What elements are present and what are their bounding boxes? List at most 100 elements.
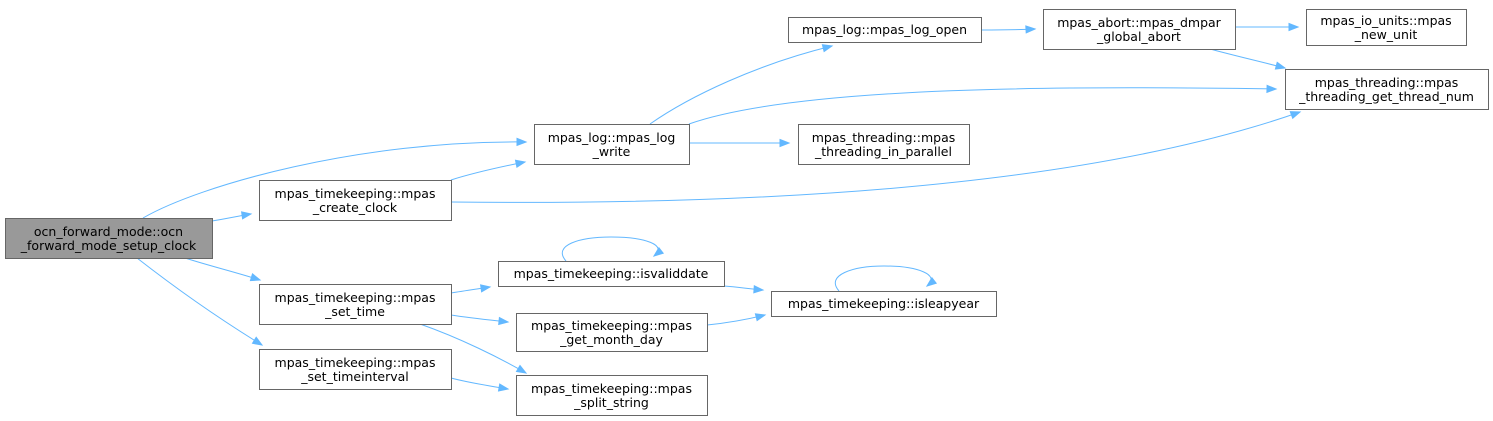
edge-line bbox=[1209, 48, 1286, 69]
edge-arrowhead bbox=[249, 273, 262, 282]
edge-line bbox=[649, 45, 833, 125]
edge-arrowhead bbox=[1289, 111, 1302, 120]
node-set-time[interactable]: mpas_timekeeping::mpas_set_time bbox=[259, 284, 452, 325]
node-box[interactable] bbox=[1306, 9, 1467, 46]
edge-root-to-set_timeinterval bbox=[136, 257, 264, 346]
node-month-day[interactable]: mpas_timekeeping::mpas_get_month_day bbox=[516, 313, 708, 352]
node-split-string[interactable]: mpas_timekeeping::mpas_split_string bbox=[516, 375, 708, 416]
node-box[interactable] bbox=[259, 180, 452, 221]
node-label-line1: ocn_forward_mode::ocn bbox=[34, 224, 183, 239]
edge-arrowhead bbox=[480, 284, 492, 293]
node-label-line1: mpas_timekeeping::mpas bbox=[275, 186, 436, 201]
node-label-line1: mpas_abort::mpas_dmpar bbox=[1057, 15, 1221, 30]
edge-arrowhead bbox=[754, 313, 767, 322]
node-box[interactable] bbox=[534, 124, 690, 165]
edge-line bbox=[561, 236, 659, 262]
edge-dmpar_abort-to-thread_num bbox=[1209, 48, 1287, 70]
edges-layer bbox=[136, 22, 1302, 392]
node-box[interactable] bbox=[1285, 69, 1489, 110]
edge-root-to-log_write bbox=[142, 137, 528, 219]
edge-arrowhead bbox=[1288, 22, 1300, 32]
edge-set_time-to-split_string bbox=[419, 323, 528, 374]
node-box[interactable] bbox=[516, 313, 708, 352]
edge-line bbox=[184, 257, 261, 281]
nodes-layer: ocn_forward_mode::ocn_forward_mode_setup… bbox=[5, 9, 1489, 416]
node-label-line2: _forward_mode_setup_clock bbox=[20, 238, 197, 253]
node-label-line2: _set_timeinterval bbox=[300, 369, 409, 384]
edge-log_open-to-dmpar_abort bbox=[980, 25, 1037, 34]
node-isleapyear[interactable]: mpas_timekeeping::isleapyear bbox=[771, 291, 997, 317]
node-dmpar-abort[interactable]: mpas_abort::mpas_dmpar_global_abort bbox=[1043, 9, 1236, 50]
edge-arrowhead bbox=[251, 336, 264, 346]
edge-line bbox=[136, 257, 263, 346]
edge-arrowhead bbox=[821, 44, 834, 53]
edge-arrowhead bbox=[516, 137, 528, 147]
edge-log_write-to-log_open bbox=[649, 44, 834, 125]
edge-log_write-to-thread_num bbox=[688, 84, 1278, 125]
node-label-line2: _threading_get_thread_num bbox=[1298, 89, 1474, 104]
node-label-line2: _create_clock bbox=[312, 200, 398, 215]
node-box[interactable] bbox=[259, 284, 452, 325]
edge-arrowhead bbox=[753, 285, 765, 294]
edge-arrowhead bbox=[514, 159, 527, 169]
edge-set_timeinterval-to-split_string bbox=[450, 377, 510, 392]
edge-line bbox=[450, 161, 526, 181]
edge-line bbox=[450, 111, 1301, 203]
edge-line bbox=[419, 323, 527, 374]
node-label-line2: _write bbox=[592, 144, 631, 159]
edge-arrowhead bbox=[241, 211, 253, 220]
node-box[interactable] bbox=[259, 349, 452, 390]
node-box[interactable] bbox=[798, 124, 970, 165]
node-box[interactable] bbox=[788, 17, 982, 43]
node-box[interactable] bbox=[516, 375, 708, 416]
node-label-line1: mpas_threading::mpas bbox=[812, 130, 956, 145]
node-label-line1: mpas_timekeeping::mpas bbox=[275, 290, 436, 305]
node-isvaliddate[interactable]: mpas_timekeeping::isvaliddate bbox=[498, 261, 725, 287]
edge-log_write-to-in_parallel bbox=[688, 138, 791, 148]
node-root[interactable]: ocn_forward_mode::ocn_forward_mode_setup… bbox=[5, 218, 213, 259]
node-label-line1: mpas_timekeeping::mpas bbox=[275, 355, 436, 370]
node-box[interactable] bbox=[498, 261, 725, 287]
node-box[interactable] bbox=[771, 291, 997, 317]
node-box[interactable] bbox=[1043, 9, 1236, 50]
edge-line bbox=[142, 141, 527, 219]
edge-arrowhead bbox=[1274, 61, 1287, 70]
edge-set_time-to-isvaliddate bbox=[450, 284, 492, 294]
node-label-line2: _set_time bbox=[324, 304, 385, 319]
node-log-write[interactable]: mpas_log::mpas_log_write bbox=[534, 124, 690, 165]
node-label-line1: mpas_timekeeping::mpas bbox=[531, 381, 692, 396]
edge-arrowhead bbox=[1025, 25, 1037, 34]
node-label-line1: mpas_timekeeping::isleapyear bbox=[788, 296, 980, 311]
node-set-timeinterval[interactable]: mpas_timekeeping::mpas_set_timeinterval bbox=[259, 349, 452, 390]
edge-month_day-to-isleapyear bbox=[706, 313, 767, 326]
node-label-line1: mpas_threading::mpas bbox=[1315, 75, 1459, 90]
edge-isvaliddate-to-isvaliddate bbox=[561, 236, 665, 262]
node-label-line2: _global_abort bbox=[1096, 29, 1181, 44]
edge-line bbox=[834, 265, 932, 292]
edge-line bbox=[688, 87, 1277, 125]
node-thread-num[interactable]: mpas_threading::mpas_threading_get_threa… bbox=[1285, 69, 1489, 110]
edge-dmpar_abort-to-new_unit bbox=[1235, 22, 1300, 32]
node-create-clock[interactable]: mpas_timekeeping::mpas_create_clock bbox=[259, 180, 452, 221]
edge-arrowhead bbox=[779, 138, 791, 148]
edge-isleapyear-to-isleapyear bbox=[834, 265, 938, 292]
edge-arrowhead bbox=[652, 246, 665, 257]
edge-arrowhead bbox=[497, 383, 510, 392]
edge-create_clock-to-thread_num bbox=[450, 111, 1302, 203]
node-box[interactable] bbox=[5, 218, 213, 259]
node-log-open[interactable]: mpas_log::mpas_log_open bbox=[788, 17, 982, 43]
edge-arrowhead bbox=[498, 316, 510, 326]
edge-set_time-to-month_day bbox=[450, 314, 510, 326]
node-label-line1: mpas_io_units::mpas bbox=[1320, 13, 1451, 28]
node-label-line2: _threading_in_parallel bbox=[814, 144, 952, 159]
edge-arrowhead bbox=[925, 276, 938, 287]
edge-create_clock-to-log_write bbox=[450, 159, 527, 181]
edge-arrowhead bbox=[1266, 84, 1278, 94]
node-label-line2: _split_string bbox=[573, 395, 649, 410]
node-label-line2: _get_month_day bbox=[559, 332, 663, 347]
edge-isvaliddate-to-isleapyear bbox=[723, 285, 765, 294]
node-new-unit[interactable]: mpas_io_units::mpas_new_unit bbox=[1306, 9, 1467, 46]
node-label-line2: _new_unit bbox=[1354, 27, 1418, 42]
node-in-parallel[interactable]: mpas_threading::mpas_threading_in_parall… bbox=[798, 124, 970, 165]
